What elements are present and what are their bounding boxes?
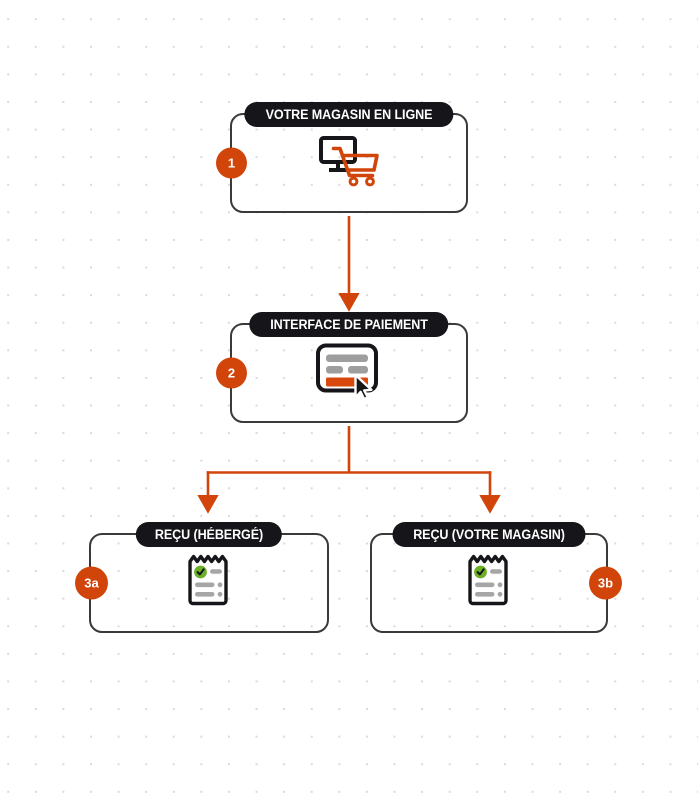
node-payment-interface[interactable]: INTERFACE DE PAIEMENT 2 <box>216 312 468 423</box>
badge-step-2: 2 <box>216 357 247 389</box>
payment-card-cursor-icon <box>315 342 383 405</box>
node-online-store[interactable]: VOTRE MAGASIN EN LIGNE 1 <box>216 102 468 213</box>
node-receipt-store[interactable]: REÇU (VOTRE MAGASIN) 3b <box>370 522 622 633</box>
node-receipt-hosted[interactable]: REÇU (HÉBERGÉ) 3a <box>75 522 329 633</box>
badge-step-3a: 3a <box>75 566 108 600</box>
receipt-check-icon <box>184 553 234 614</box>
node-label-online-store: VOTRE MAGASIN EN LIGNE <box>244 102 454 127</box>
node-label-receipt-store: REÇU (VOTRE MAGASIN) <box>392 522 586 547</box>
badge-step-1: 1 <box>216 147 247 179</box>
receipt-check-icon <box>464 553 514 614</box>
node-label-receipt-hosted: REÇU (HÉBERGÉ) <box>135 522 283 547</box>
node-label-payment-interface: INTERFACE DE PAIEMENT <box>249 312 449 337</box>
monitor-shopping-cart-icon <box>316 135 382 192</box>
badge-step-3b: 3b <box>589 566 622 600</box>
